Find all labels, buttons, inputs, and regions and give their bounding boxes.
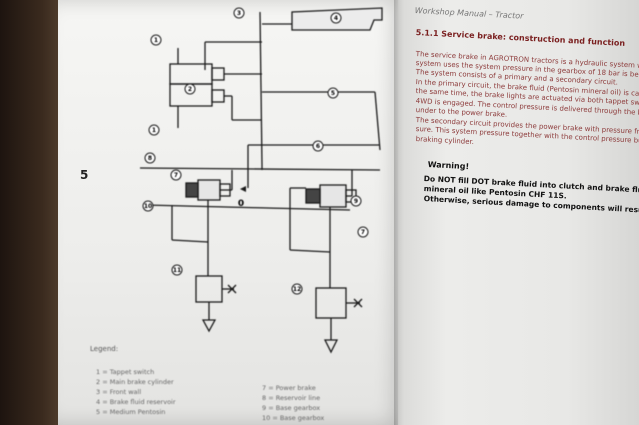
- label-6: 6: [316, 143, 320, 150]
- label-1a: 1: [154, 37, 158, 44]
- legend-item-9: 9 = Base gearbox: [262, 404, 321, 412]
- legend-title: Legend:: [90, 345, 119, 353]
- legend-item-8: 8 = Reservoir line: [262, 394, 321, 402]
- label-7b: 7: [361, 229, 365, 236]
- legend-item-4: 4 = Brake fluid reservoir: [96, 398, 176, 406]
- label-circle-3: [233, 7, 245, 19]
- label-5: 5: [331, 90, 335, 97]
- label-circle-2: [184, 83, 196, 95]
- label-circle-1a: [150, 34, 162, 46]
- legend-item-2: 2 = Main brake cylinder: [96, 378, 174, 386]
- legend-item-1: 1 = Tappet switch: [96, 368, 155, 376]
- label-7a: 7: [174, 172, 178, 179]
- label-circle-4: [330, 12, 342, 24]
- right-page: [398, 0, 639, 425]
- label-circle-9: [350, 195, 362, 207]
- book-gutter: [394, 0, 404, 425]
- legend-item-7: 7 = Power brake: [262, 384, 316, 392]
- label-circle-8: [144, 152, 156, 164]
- label-4: 4: [334, 15, 338, 22]
- label-12: 12: [293, 286, 301, 293]
- label-circle-7a: [170, 169, 182, 181]
- left-page: [58, 0, 408, 425]
- label-circle-10: [142, 200, 154, 212]
- label-circle-1b: [148, 124, 160, 136]
- label-10: 10: [144, 203, 152, 210]
- label-circle-12: [291, 283, 303, 295]
- label-2: 2: [188, 86, 192, 93]
- chapter-number: 5: [80, 168, 89, 182]
- label-3: 3: [237, 10, 241, 17]
- label-9: 9: [354, 198, 358, 205]
- legend-item-3: 3 = Front wall: [96, 388, 142, 396]
- label-circle-6: [312, 140, 324, 152]
- label-8: 8: [148, 155, 152, 162]
- label-0: 0: [238, 199, 244, 209]
- label-1b: 1: [152, 127, 156, 134]
- label-circle-5: [327, 87, 339, 99]
- legend-item-5: 5 = Medium Pentosin: [96, 408, 166, 416]
- label-circle-7b: [357, 226, 369, 238]
- label-11: 11: [173, 267, 181, 274]
- legend-item-10: 10 = Base gearbox: [262, 414, 325, 422]
- label-circle-11: [171, 264, 183, 276]
